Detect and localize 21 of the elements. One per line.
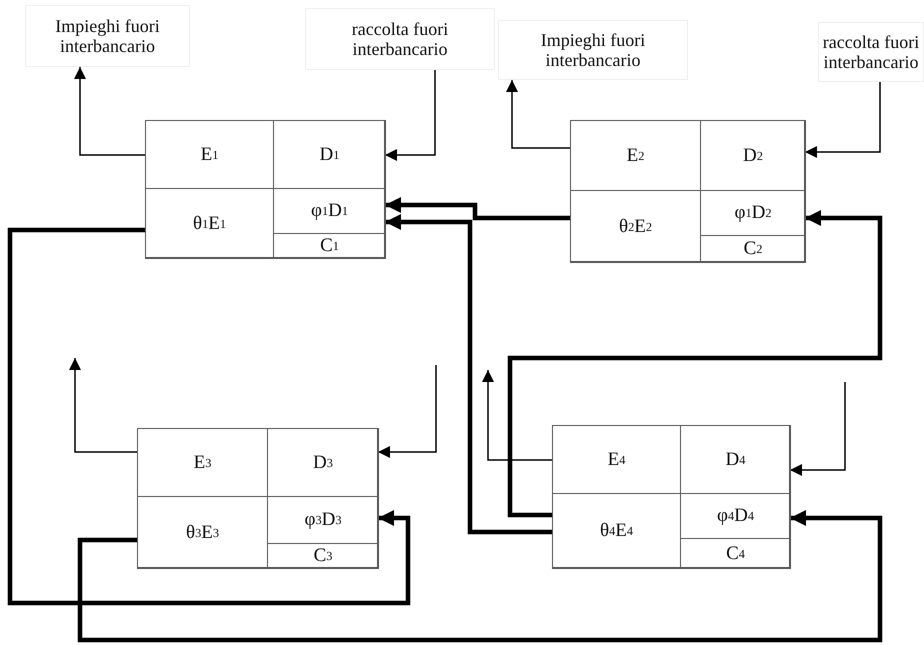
text-label: raccolta fuori interbancario [305, 8, 495, 70]
arrow [385, 70, 436, 161]
arrow [790, 382, 846, 476]
balance-sheet-table [570, 120, 805, 262]
arrow [385, 214, 552, 534]
arrow [506, 80, 570, 149]
text-label: raccolta fuori interbancario [818, 22, 924, 82]
arrow [74, 67, 145, 156]
balance-sheet-table [145, 120, 385, 258]
arrow [8, 228, 410, 606]
arrow [385, 197, 570, 220]
arrow [508, 210, 882, 518]
arrow [378, 365, 437, 458]
text-label: Impieghi fuori interbancario [25, 5, 190, 67]
arrow [805, 82, 881, 158]
arrow [78, 510, 882, 642]
text-label: Impieghi fuori interbancario [498, 20, 688, 80]
arrow [69, 358, 137, 453]
arrow [482, 370, 552, 461]
balance-sheet-table [137, 428, 378, 568]
balance-sheet-table [552, 425, 790, 568]
